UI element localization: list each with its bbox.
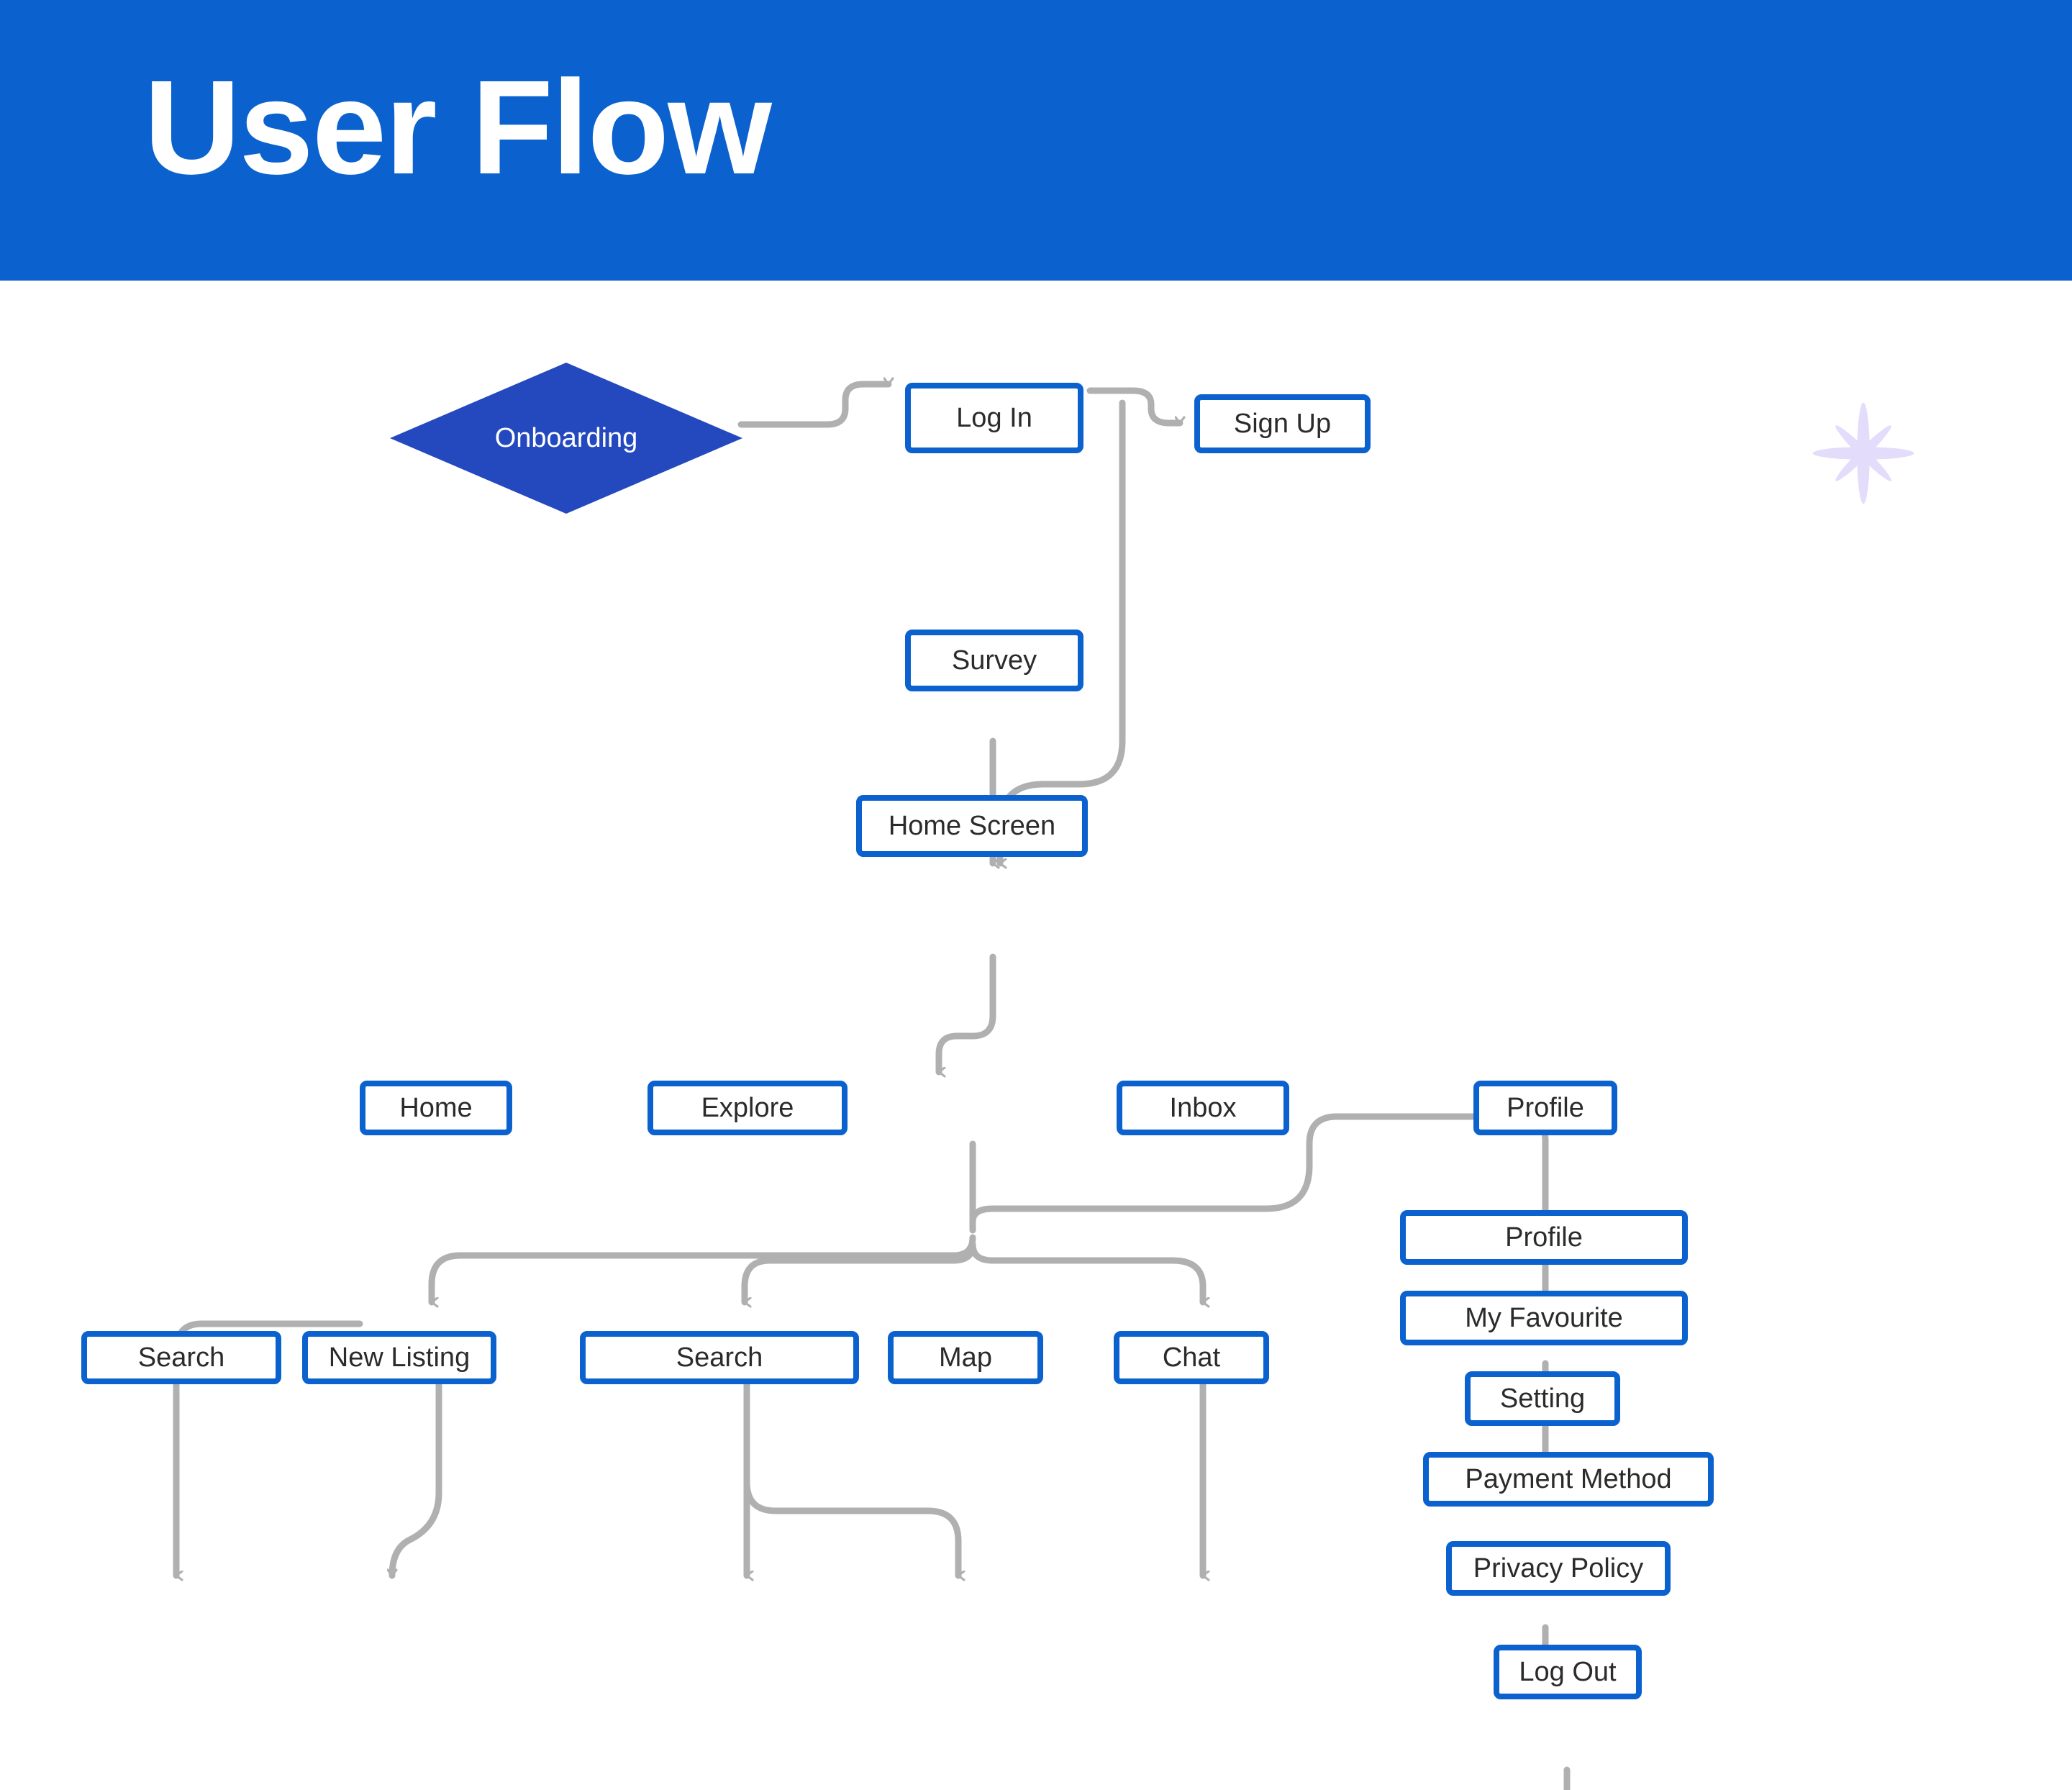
node-log-in-label: Log In	[956, 402, 1032, 433]
node-home-screen[interactable]: Home Screen	[856, 795, 1088, 857]
edge-homescreen-profile	[969, 1113, 1545, 1302]
page-title: User Flow	[144, 53, 772, 202]
node-map[interactable]: Map	[888, 1331, 1043, 1384]
flowchart-canvas: Onboarding Log In Sign Up Survey Home Sc…	[0, 281, 2072, 1790]
node-log-out[interactable]: Log Out	[1494, 1645, 1642, 1699]
node-explore[interactable]: Explore	[648, 1081, 848, 1135]
connector-layer	[173, 281, 1571, 1790]
node-payment-method[interactable]: Payment Method	[1423, 1452, 1714, 1507]
node-home-label: Home	[399, 1092, 473, 1123]
node-profile-tab-label: Profile	[1507, 1092, 1584, 1123]
node-profile-detail[interactable]: Profile	[1400, 1210, 1688, 1265]
node-my-favourite-label: My Favourite	[1465, 1302, 1623, 1333]
node-setting-label: Setting	[1499, 1383, 1586, 1414]
edge-explore-map	[743, 1360, 958, 1576]
edge-homescreen-explore	[741, 1241, 976, 1302]
node-log-out-label: Log Out	[1519, 1656, 1617, 1687]
node-privacy-policy-label: Privacy Policy	[1473, 1553, 1644, 1584]
node-search-explore[interactable]: Search	[580, 1331, 859, 1384]
edge-home-newlisting	[388, 1360, 442, 1576]
node-home-screen-label: Home Screen	[888, 810, 1056, 841]
node-map-label: Map	[939, 1342, 992, 1373]
page-header: User Flow	[0, 0, 2072, 281]
node-new-listing[interactable]: New Listing	[302, 1331, 496, 1384]
node-sign-up[interactable]: Sign Up	[1194, 394, 1371, 453]
node-log-in[interactable]: Log In	[905, 383, 1083, 453]
edge-onboarding-login	[737, 384, 889, 428]
node-survey[interactable]: Survey	[905, 630, 1083, 691]
node-onboarding-label: Onboarding	[494, 422, 638, 453]
edge-login-signup	[1086, 387, 1180, 427]
node-chat[interactable]: Chat	[1114, 1331, 1269, 1384]
node-profile-tab[interactable]: Profile	[1473, 1081, 1617, 1135]
node-chat-label: Chat	[1162, 1342, 1221, 1373]
node-search-explore-label: Search	[676, 1342, 763, 1373]
edge-survey-homescreen	[935, 953, 996, 1072]
node-inbox-label: Inbox	[1169, 1092, 1237, 1123]
edge-homescreen-home	[428, 1234, 976, 1302]
edge-homescreen-inbox	[969, 1241, 1203, 1302]
node-setting[interactable]: Setting	[1465, 1371, 1620, 1426]
sparkle-icon	[1812, 402, 1914, 504]
node-new-listing-label: New Listing	[328, 1342, 471, 1373]
node-privacy-policy[interactable]: Privacy Policy	[1446, 1541, 1671, 1596]
node-my-favourite[interactable]: My Favourite	[1400, 1291, 1688, 1345]
node-sign-up-label: Sign Up	[1233, 408, 1332, 439]
node-survey-label: Survey	[951, 645, 1037, 676]
node-profile-detail-label: Profile	[1505, 1222, 1583, 1253]
node-payment-method-label: Payment Method	[1465, 1463, 1672, 1494]
node-search-home[interactable]: Search	[81, 1331, 281, 1384]
node-explore-label: Explore	[701, 1092, 794, 1123]
node-search-home-label: Search	[137, 1342, 225, 1373]
node-inbox[interactable]: Inbox	[1117, 1081, 1289, 1135]
node-home[interactable]: Home	[360, 1081, 512, 1135]
